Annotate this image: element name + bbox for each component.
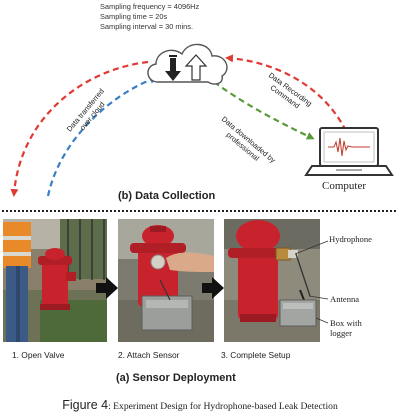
step-label-attach-sensor: 2. Attach Sensor — [118, 350, 180, 360]
figure-number: Figure 4 — [62, 398, 109, 412]
pointer-hydrophone — [294, 240, 329, 255]
sampling-interval: Sampling interval = 30 mins. — [100, 22, 194, 31]
pointer-box — [315, 317, 329, 324]
step-arrow-2 — [202, 277, 224, 299]
cloud-icon — [147, 43, 228, 85]
computer-label: Computer — [322, 180, 366, 192]
section-title-sensor-deployment: (a) Sensor Deployment — [116, 372, 236, 384]
photo-attach-sensor — [118, 219, 214, 342]
photo-open-valve — [3, 219, 107, 342]
red-arrow-cloud-to-field — [10, 60, 149, 197]
sampling-frequency: Sampling frequency = 4096Hz — [100, 2, 200, 11]
photo-complete-setup — [224, 219, 320, 342]
label-box-with-logger: Box with logger — [330, 318, 362, 338]
label-antenna: Antenna — [330, 294, 360, 304]
figure-caption: Figure 4: Experiment Design for Hydropho… — [0, 396, 400, 414]
figure-description: : Experiment Design for Hydrophone-based… — [108, 401, 338, 412]
step-label-complete-setup: 3. Complete Setup — [221, 350, 291, 360]
sampling-parameters: Sampling frequency = 4096Hz Sampling tim… — [100, 2, 199, 32]
step-label-open-valve: 1. Open Valve — [12, 350, 65, 360]
step-arrow-1 — [96, 277, 118, 299]
green-arrow-cloud-to-computer — [213, 81, 315, 140]
section-title-data-collection: (b) Data Collection — [118, 190, 216, 202]
sampling-time: Sampling time = 20s — [100, 12, 168, 21]
blue-arrow-field-to-cloud — [46, 76, 158, 197]
pointer-antenna — [308, 295, 329, 300]
label-hydrophone: Hydrophone — [329, 234, 372, 244]
computer-icon — [304, 127, 394, 176]
